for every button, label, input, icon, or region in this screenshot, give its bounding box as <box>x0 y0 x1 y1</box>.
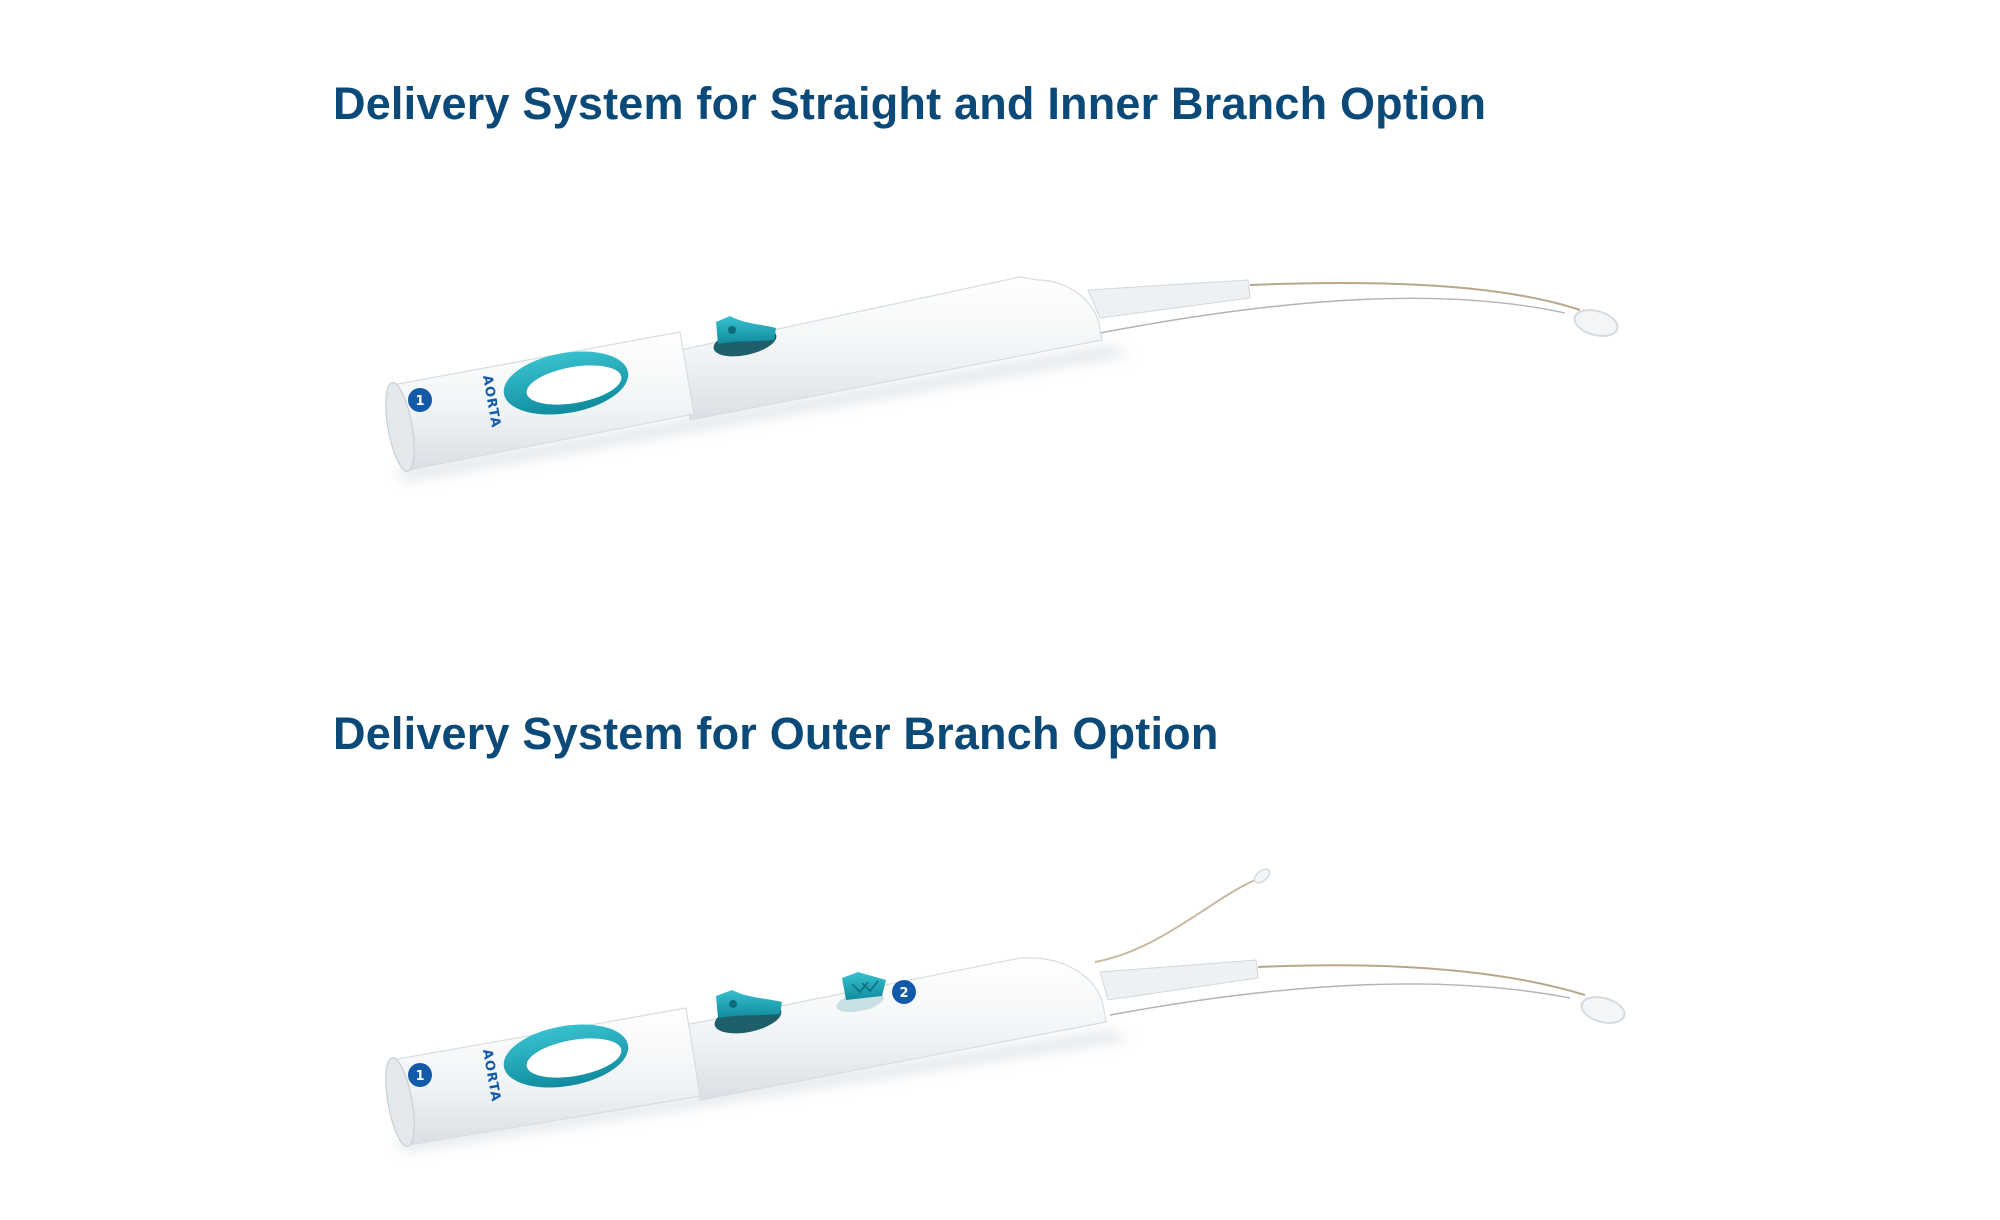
branch-trigger-icon[interactable] <box>835 972 886 1016</box>
device-shadow <box>395 1030 1130 1152</box>
section-title-straight-inner: Delivery System for Straight and Inner B… <box>333 78 1487 129</box>
svg-text:1: 1 <box>415 1069 424 1084</box>
badge-2-icon: 2 <box>892 980 916 1004</box>
badge-1-icon: 1 <box>408 388 432 412</box>
guide-wire <box>1249 282 1581 311</box>
inner-sheath <box>1099 959 1259 1001</box>
guide-wire-lower <box>1099 297 1566 334</box>
inner-sheath <box>1087 279 1251 319</box>
branch-wire <box>1094 879 1256 963</box>
section-title-outer-branch: Delivery System for Outer Branch Option <box>333 708 1219 759</box>
badge-1-icon: 1 <box>408 1063 432 1087</box>
deploy-trigger-icon[interactable] <box>711 316 779 361</box>
handle-end-cap <box>385 1057 415 1147</box>
svg-text:1: 1 <box>415 394 424 409</box>
catheter-tip-icon <box>1580 996 1626 1024</box>
distal-body <box>679 276 1103 421</box>
aorta-slider-window[interactable] <box>499 343 634 424</box>
delivery-system-straight-inner: AORTA 1 <box>0 180 2000 600</box>
deploy-trigger-icon[interactable] <box>712 990 784 1039</box>
branch-tip-icon <box>1253 868 1271 884</box>
guide-wire <box>1257 964 1586 996</box>
catheter-tip-icon <box>1573 309 1619 337</box>
handle-end-cap <box>385 382 415 472</box>
device-shadow <box>395 345 1130 482</box>
distal-body <box>684 957 1107 1101</box>
aorta-slider-window[interactable] <box>499 1016 634 1097</box>
svg-text:2: 2 <box>899 986 908 1001</box>
delivery-system-outer-branch: AORTA 1 2 <box>0 800 2000 1220</box>
guide-wire-lower <box>1109 983 1571 1016</box>
